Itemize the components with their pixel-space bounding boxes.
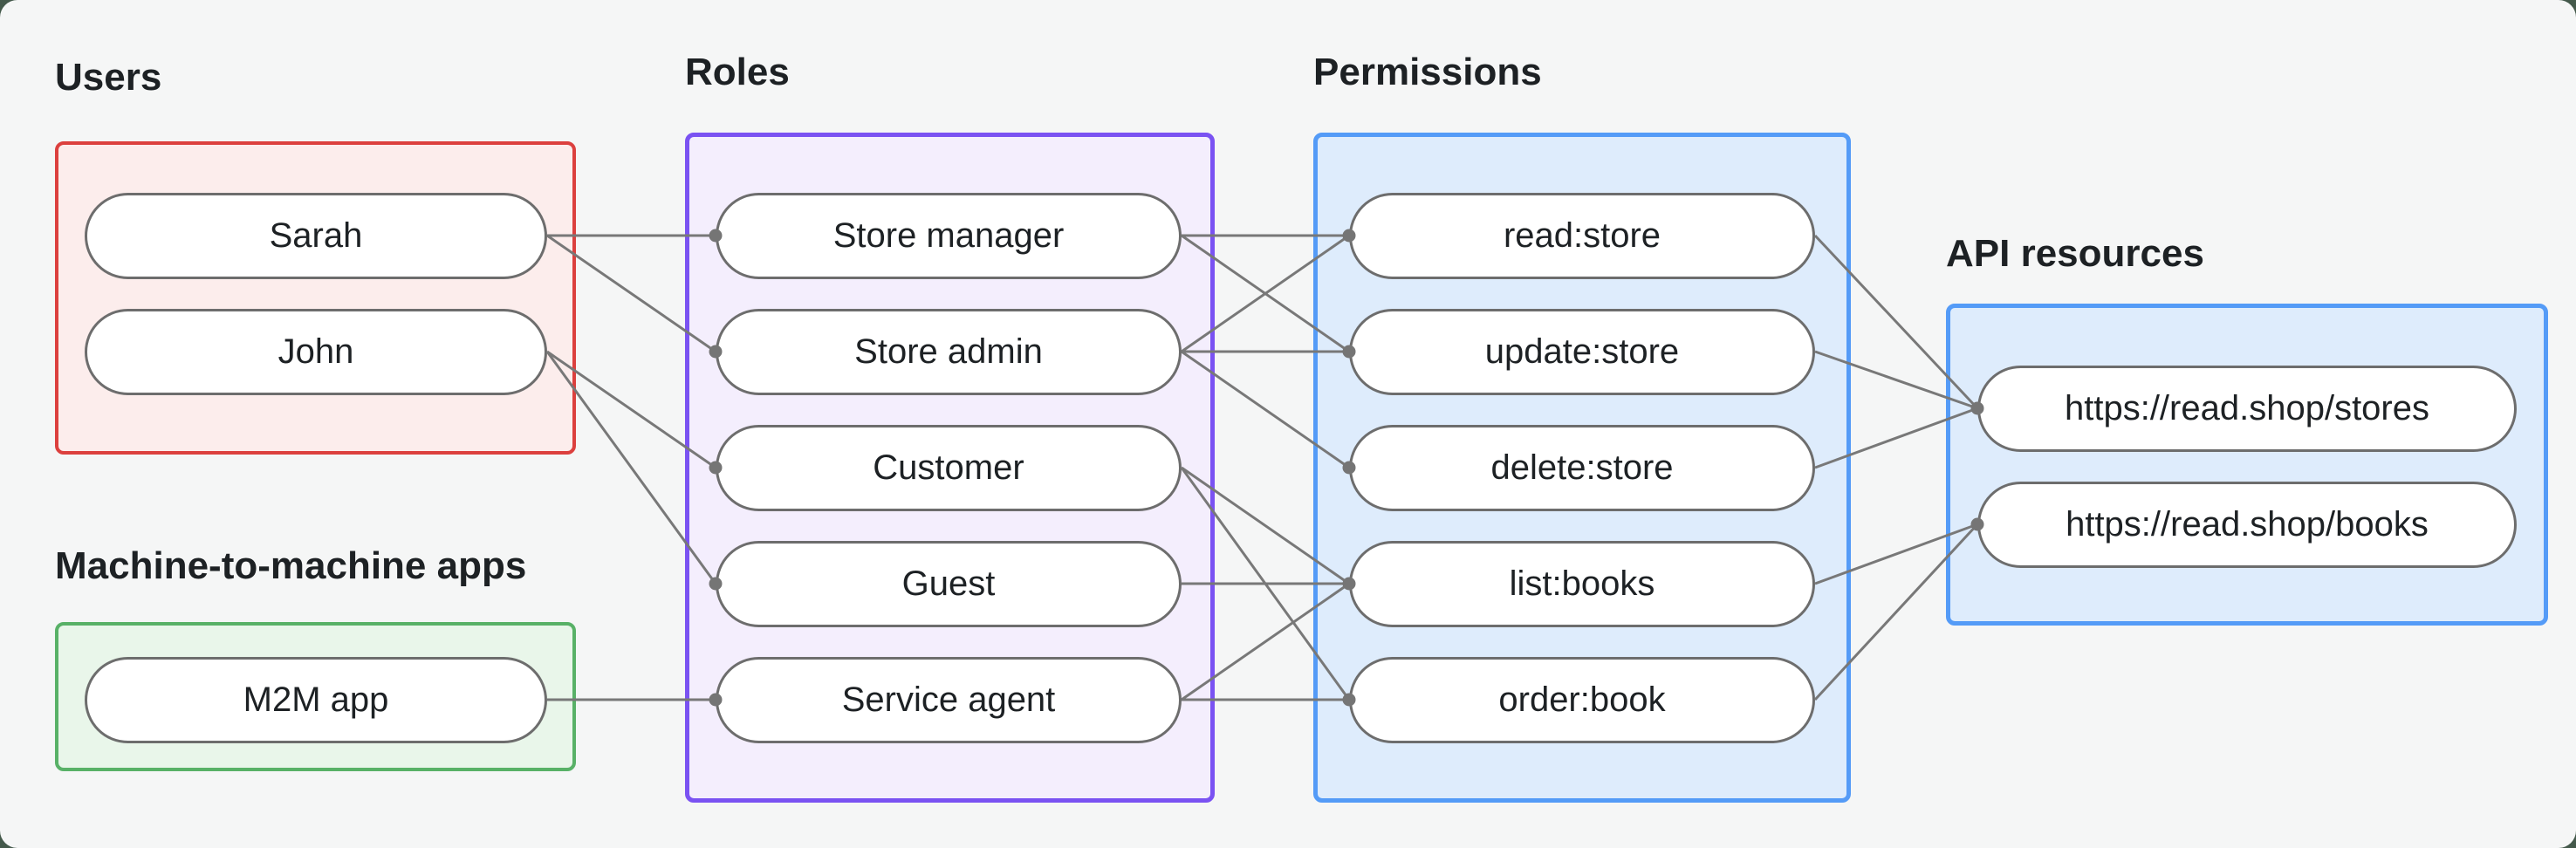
group-box-users — [55, 141, 576, 455]
node-label: https://read.shop/books — [2066, 504, 2429, 544]
node-pill-store-admin: Store admin — [716, 308, 1182, 395]
node-label: John — [277, 332, 354, 371]
node-pill-read-store: read:store — [1349, 192, 1815, 279]
group-label-api-resources: API resources — [1946, 232, 2204, 275]
node-label: Store manager — [832, 215, 1065, 255]
node-pill-store-manager: Store manager — [716, 192, 1182, 279]
node-pill-update-store: update:store — [1349, 308, 1815, 395]
node-pill-m2m-app: M2M app — [85, 656, 547, 743]
node-label: delete:store — [1490, 448, 1674, 487]
group-label-roles: Roles — [685, 51, 790, 93]
node-pill-order-book: order:book — [1349, 656, 1815, 743]
node-label: Store admin — [854, 332, 1043, 371]
node-pill-delete-store: delete:store — [1349, 424, 1815, 511]
node-pill-list-books: list:books — [1349, 540, 1815, 627]
node-pill-sarah: Sarah — [85, 192, 547, 279]
node-pill-service-agent: Service agent — [716, 656, 1182, 743]
node-label: list:books — [1509, 564, 1655, 603]
node-label: https://read.shop/stores — [2064, 388, 2429, 427]
node-pill-customer: Customer — [716, 424, 1182, 511]
group-label-users: Users — [55, 56, 162, 99]
node-label: read:store — [1503, 215, 1661, 255]
node-label: Service agent — [841, 680, 1056, 719]
group-label-permissions: Permissions — [1313, 51, 1542, 93]
node-label: Guest — [901, 564, 996, 603]
node-label: Customer — [873, 448, 1024, 487]
node-pill-guest: Guest — [716, 540, 1182, 627]
group-box-api-resources — [1946, 304, 2548, 626]
node-label: Sarah — [269, 215, 363, 255]
node-label: M2M app — [243, 680, 389, 719]
group-label-m2m-apps: Machine-to-machine apps — [55, 544, 527, 587]
node-label: order:book — [1498, 680, 1666, 719]
node-pill-john: John — [85, 308, 547, 395]
node-pill-api-books: https://read.shop/books — [1977, 481, 2517, 568]
node-pill-api-stores: https://read.shop/stores — [1977, 365, 2517, 452]
node-label: update:store — [1484, 332, 1680, 371]
